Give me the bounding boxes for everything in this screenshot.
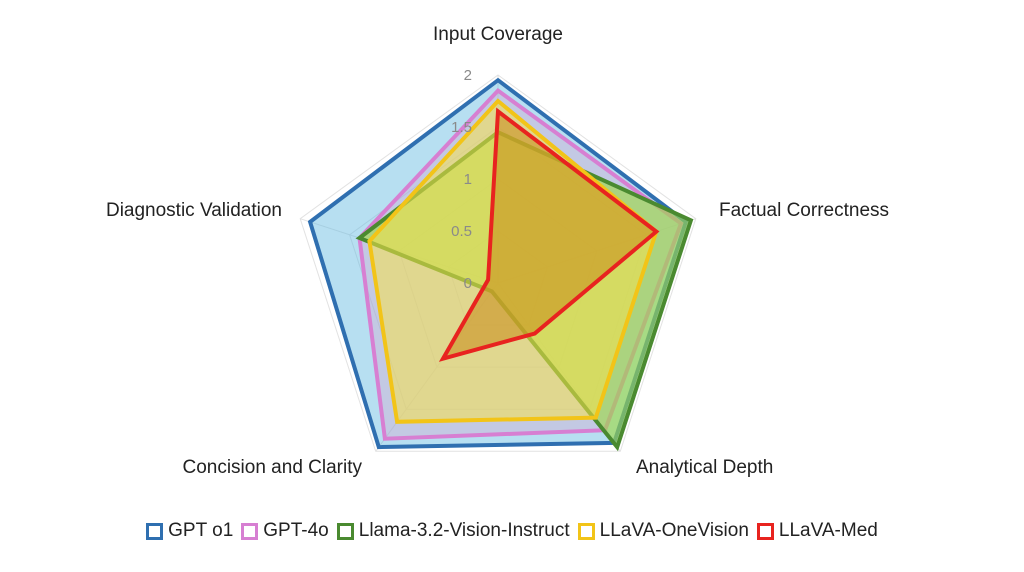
- legend-label: GPT o1: [168, 520, 234, 541]
- chart-legend: GPT o1 GPT-4o Llama-3.2-Vision-Instruct …: [0, 520, 1024, 542]
- legend-item-gpt-o1: GPT o1: [146, 520, 233, 542]
- legend-label: LLaVA-Med: [778, 520, 878, 541]
- tick-label: 0.5: [451, 223, 472, 240]
- legend-label: GPT-4o: [263, 520, 329, 541]
- axis-label: Diagnostic Validation: [106, 200, 282, 221]
- legend-item-llava-med: LLaVA-Med: [756, 520, 878, 542]
- legend-swatch: [577, 522, 595, 540]
- axis-label: Input Coverage: [433, 24, 563, 45]
- legend-label: Llama-3.2-Vision-Instruct: [358, 520, 570, 541]
- axis-label: Analytical Depth: [636, 457, 773, 478]
- radar-series: [307, 77, 694, 452]
- legend-label: LLaVA-OneVision: [599, 520, 749, 541]
- legend-swatch: [146, 522, 164, 540]
- tick-label: 2: [464, 67, 472, 84]
- tick-label: 1: [464, 171, 472, 188]
- axis-label: Factual Correctness: [719, 200, 889, 221]
- tick-label: 0: [464, 275, 472, 292]
- legend-swatch: [756, 522, 774, 540]
- axis-label: Concision and Clarity: [182, 457, 362, 478]
- legend-item-llava-onevision: LLaVA-OneVision: [577, 520, 749, 542]
- legend-swatch: [336, 522, 354, 540]
- legend-item-llama: Llama-3.2-Vision-Instruct: [336, 520, 570, 542]
- grid-ring: [299, 74, 697, 452]
- series-polygon-4: [438, 107, 660, 362]
- legend-item-gpt-4o: GPT-4o: [241, 520, 329, 542]
- legend-swatch: [241, 522, 259, 540]
- tick-label: 1.5: [451, 119, 472, 136]
